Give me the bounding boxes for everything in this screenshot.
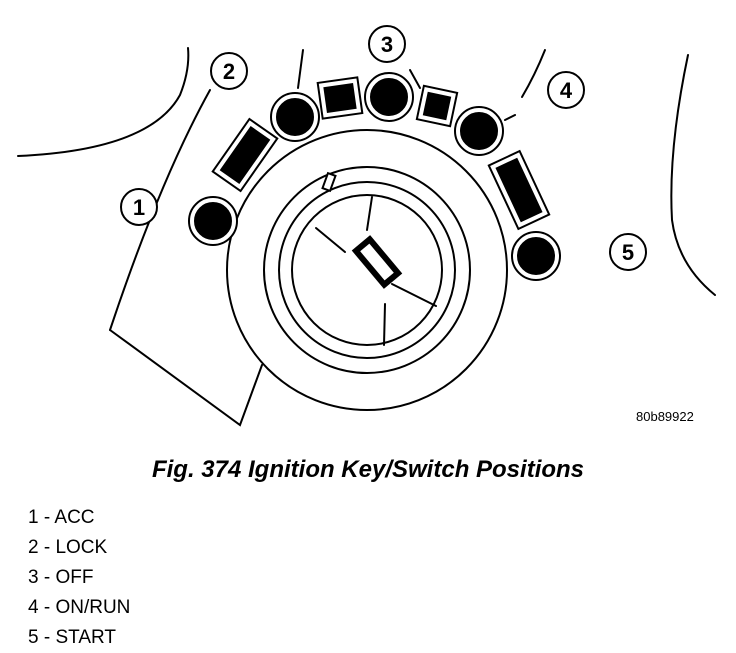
position-lamp [194,202,232,240]
cylinder-spoke [383,303,386,346]
position-lamp [370,78,408,116]
position-indicator [211,117,279,193]
legend-item: 3 - OFF [28,567,94,588]
position-indicator [487,149,551,231]
key-slot [351,235,403,289]
legend-item: 5 - START [28,627,116,648]
position-indicator [415,84,459,128]
right-outline-curve [670,54,716,296]
callout-1: 1 [120,188,158,226]
index-marker [321,171,337,193]
svg-text:3: 3 [381,32,393,57]
leader-line-3 [409,69,421,89]
svg-text:4: 4 [560,78,573,103]
figure-code: 80b89922 [636,409,694,424]
left-outline-curve [17,47,190,157]
legend-item: 1 - ACC [28,507,95,528]
outer-ring [226,129,508,411]
legend-item: 4 - ON/RUN [28,597,131,618]
svg-text:2: 2 [223,59,235,84]
ignition-switch-diagram: 1 2 3 4 5 [17,25,716,427]
position-lamp [460,112,498,150]
middle-ring [263,166,471,374]
cylinder-spoke [315,227,346,253]
callout-3: 3 [368,25,406,63]
svg-text:5: 5 [622,240,634,265]
figure-caption: Fig. 374 Ignition Key/Switch Positions [151,456,585,483]
position-lamp [517,237,555,275]
leader-line-4 [504,114,516,121]
cylinder-spoke [366,196,373,231]
legend-list: 1 - ACC 2 - LOCK 3 - OFF 4 - ON/RUN 5 - … [28,503,130,653]
callout-2: 2 [210,52,248,90]
leader-line-2 [297,49,304,89]
legend-item: 2 - LOCK [28,537,108,558]
inner-ring [278,181,456,359]
position-indicator [316,76,364,120]
key-cylinder [291,194,443,346]
callout-4: 4 [547,71,585,109]
callout-5: 5 [609,233,647,271]
lower-left-outline [109,329,263,427]
svg-text:1: 1 [133,195,145,220]
upper-right-stroke [521,49,546,98]
cylinder-spoke [391,283,437,307]
position-lamp [276,98,314,136]
left-outline-line [109,89,211,331]
